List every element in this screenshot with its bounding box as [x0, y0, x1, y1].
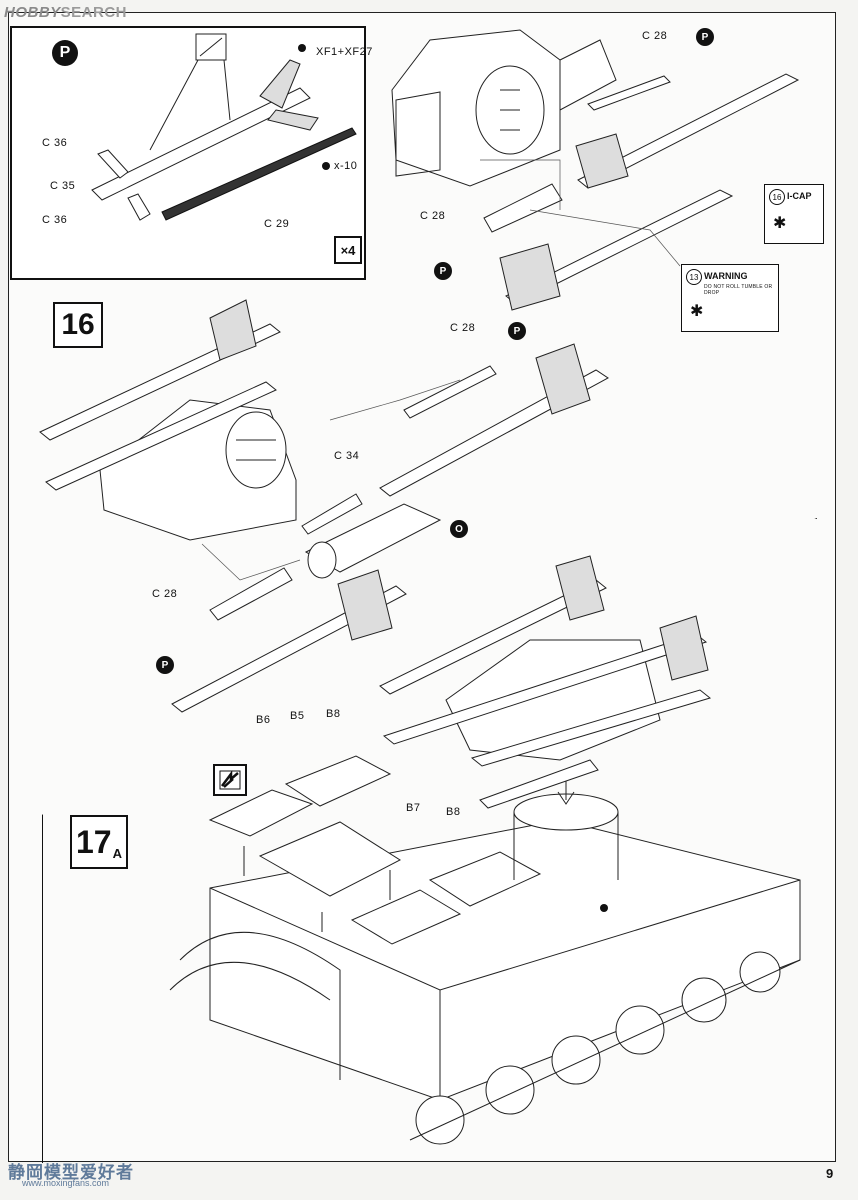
part-label-b7: B7 [406, 802, 421, 814]
badge-o: O [450, 520, 468, 538]
part-label-c36-top: C 36 [42, 137, 68, 149]
part-label-b6: B6 [256, 714, 271, 726]
multiplier-badge: ×4 [334, 236, 362, 264]
decal-16-card: 16 I-CAP ✱ [764, 184, 824, 244]
footer-watermark: 静岡模型爱好者 [8, 1163, 134, 1182]
part-label-b5: B5 [290, 710, 305, 722]
launcher-step16-drawing [39, 299, 609, 713]
part-label-c28-mid: C 28 [420, 210, 446, 222]
part-label-b8-b: B8 [446, 806, 461, 818]
decal-13-subtitle: DO NOT ROLL TUMBLE OR DROP [704, 284, 773, 296]
part-label-c28-a: C 28 [450, 322, 476, 334]
part-label-c29: C 29 [264, 218, 290, 230]
reverse-side-icon [213, 764, 247, 796]
badge-p-top: P [696, 28, 714, 46]
badge-p-mid: P [434, 262, 452, 280]
decal-13-title: WARNING [704, 271, 748, 281]
decal-13-card: 13 WARNING DO NOT ROLL TUMBLE OR DROP ✱ [681, 264, 779, 332]
decal-13-number: 13 [686, 269, 702, 285]
part-label-c28-top: C 28 [642, 30, 668, 42]
part-label-c35: C 35 [50, 180, 76, 192]
inset-missile-drawing [91, 33, 357, 221]
badge-p-a: P [508, 322, 526, 340]
paint-code: XF1+XF27 [316, 46, 373, 58]
decal-16-number: 16 [769, 189, 785, 205]
decal-splat-icon: ✱ [773, 215, 787, 232]
decal-16-title: I-CAP [787, 191, 812, 201]
page-number: 9 [826, 1166, 834, 1181]
paint-badge-p: P [52, 40, 78, 66]
vehicle-step17-drawing [169, 555, 801, 1145]
part-label-c34: C 34 [334, 450, 360, 462]
step-16-number: 16 [53, 302, 103, 348]
road-wheels [415, 951, 781, 1145]
launcher-top-drawing [391, 29, 800, 311]
quantity-small: x-10 [334, 160, 358, 172]
footer-url: www.moxingfans.com [22, 1178, 110, 1188]
part-label-c36-bottom: C 36 [42, 214, 68, 226]
site-watermark: HOBBYSEARCH [4, 4, 128, 21]
part-label-b8-a: B8 [326, 708, 341, 720]
badge-p-b: P [156, 656, 174, 674]
part-label-c28-b: C 28 [152, 588, 178, 600]
decal-splat-icon: ✱ [690, 303, 704, 320]
